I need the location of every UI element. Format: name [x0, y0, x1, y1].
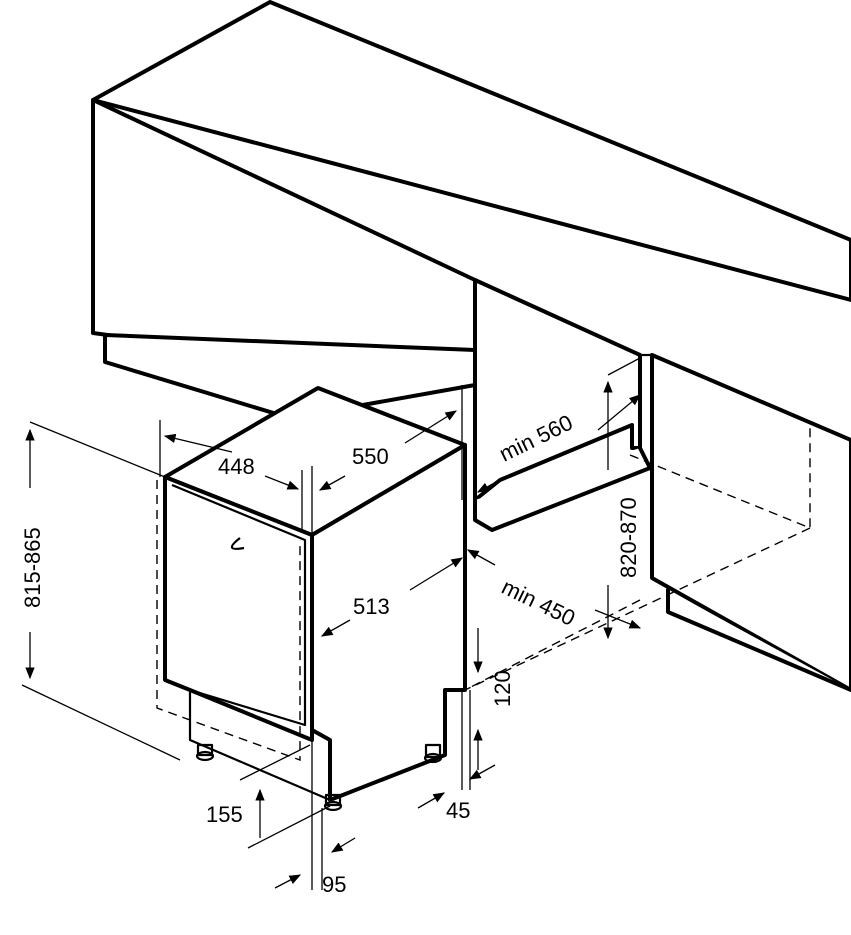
- door-handle: [230, 537, 245, 550]
- left-cabinet-plinth: [103, 333, 477, 420]
- dishwasher-door-panel: [171, 483, 331, 802]
- dishwasher-front: [163, 475, 314, 742]
- dimension-lines: [21, 357, 642, 890]
- label-niche-height: 820-870: [616, 497, 641, 578]
- label-appliance-width: 448: [218, 454, 255, 479]
- label-niche-width-min: min 450: [498, 574, 579, 631]
- niche-back-wall: [473, 278, 642, 502]
- plinth-dashed-outline: [156, 480, 301, 761]
- right-cabinet: [650, 353, 851, 692]
- label-plinth-height: 120: [490, 670, 515, 707]
- right-cabinet-plinth: [666, 588, 851, 692]
- niche-dashed-outline: [464, 425, 811, 691]
- adjustable-feet: [195, 743, 443, 812]
- worktop: [91, 0, 851, 302]
- label-plinth-recess: 45: [446, 798, 470, 823]
- label-door-bottom: 155: [206, 802, 243, 827]
- label-appliance-depth: 550: [352, 444, 389, 469]
- label-door-gap: 95: [322, 872, 346, 897]
- dishwasher: [156, 386, 467, 812]
- kitchen-cabinets: [91, 0, 851, 692]
- label-door-offset: 513: [353, 594, 390, 619]
- label-appliance-height: 815-865: [20, 527, 45, 608]
- dishwasher-side: [310, 443, 467, 802]
